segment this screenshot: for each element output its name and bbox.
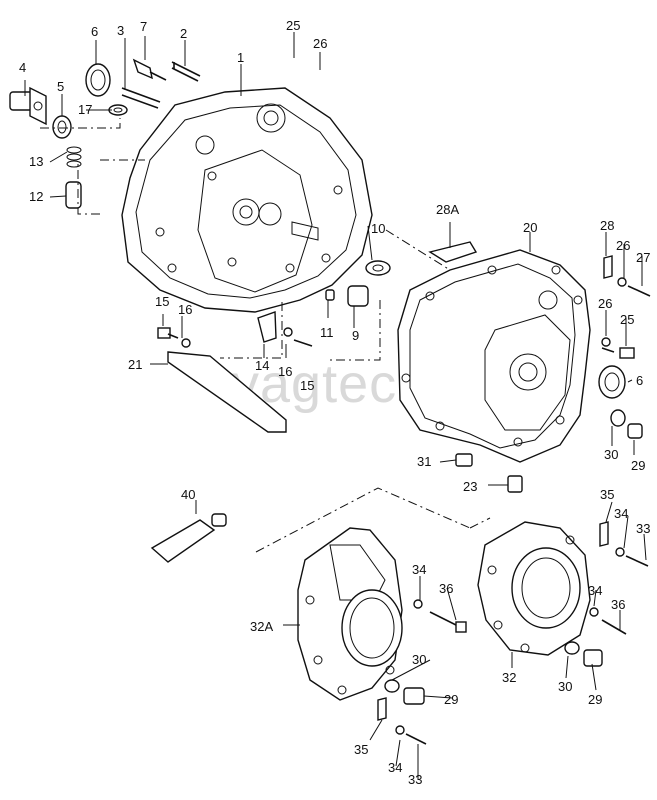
callout-32: 32 [502, 670, 516, 685]
bracket-icon [157, 311, 313, 348]
callout-34b: 34 [388, 760, 402, 775]
callout-2: 2 [180, 26, 187, 41]
callout-10: 10 [371, 221, 385, 236]
callout-26b: 26 [616, 238, 630, 253]
callout-32A: 32A [250, 619, 273, 634]
guide-sleeve-icon [9, 86, 47, 126]
gearbox-case-icon [397, 249, 591, 463]
callout-23: 23 [463, 479, 477, 494]
leader-lines [24, 32, 647, 780]
bolt-icon [455, 255, 651, 493]
callout-13: 13 [29, 154, 43, 169]
spring-icon [65, 146, 82, 209]
callout-12: 12 [29, 189, 43, 204]
callout-33b: 33 [636, 521, 650, 536]
callout-3: 3 [117, 23, 124, 38]
callout-36b: 36 [611, 597, 625, 612]
callout-15b: 15 [300, 378, 314, 393]
callout-6b: 6 [636, 373, 643, 388]
callout-34d: 34 [614, 506, 628, 521]
housing-cover-icon [477, 521, 591, 656]
small-parts-icon [325, 260, 391, 307]
callout-17: 17 [78, 102, 92, 117]
callout-35a: 35 [354, 742, 368, 757]
callout-21: 21 [128, 357, 142, 372]
callout-30a: 30 [604, 447, 618, 462]
callout-6a: 6 [91, 24, 98, 39]
callout-4: 4 [19, 60, 26, 75]
callout-7: 7 [140, 19, 147, 34]
callout-25b: 25 [620, 312, 634, 327]
callout-26a: 26 [313, 36, 327, 51]
callout-29c: 29 [588, 692, 602, 707]
callout-30c: 30 [558, 679, 572, 694]
callout-36a: 36 [439, 581, 453, 596]
callout-15a: 15 [155, 294, 169, 309]
callout-33a: 33 [408, 772, 422, 787]
callout-25a: 25 [286, 18, 300, 33]
callout-29b: 29 [444, 692, 458, 707]
callout-20: 20 [523, 220, 537, 235]
callout-34c: 34 [588, 583, 602, 598]
callout-34a: 34 [412, 562, 426, 577]
callout-14: 14 [255, 358, 269, 373]
callout-40: 40 [181, 487, 195, 502]
guard-plate-icon [167, 351, 287, 433]
seal-ring-icon [52, 63, 111, 139]
callout-30b: 30 [412, 652, 426, 667]
callout-28: 28 [600, 218, 614, 233]
callout-29a: 29 [631, 458, 645, 473]
sealant-tube-icon [150, 513, 227, 563]
callout-28A: 28A [436, 202, 459, 217]
callout-5: 5 [57, 79, 64, 94]
plate-icon [428, 241, 478, 263]
callout-1: 1 [237, 50, 244, 65]
callout-11: 11 [320, 325, 334, 340]
callout-35b: 35 [600, 487, 614, 502]
callout-9: 9 [352, 328, 359, 343]
gearbox-housing-icon [121, 87, 373, 313]
callout-31: 31 [417, 454, 431, 469]
callout-labels: 1 2 3 7 6 4 5 17 13 12 25 26 10 9 11 14 … [19, 18, 650, 787]
bolt-icon [377, 521, 649, 745]
callout-26c: 26 [598, 296, 612, 311]
callout-16b: 16 [278, 364, 292, 379]
callout-27: 27 [636, 250, 650, 265]
housing-cover-icon [297, 527, 403, 701]
callout-16a: 16 [178, 302, 192, 317]
